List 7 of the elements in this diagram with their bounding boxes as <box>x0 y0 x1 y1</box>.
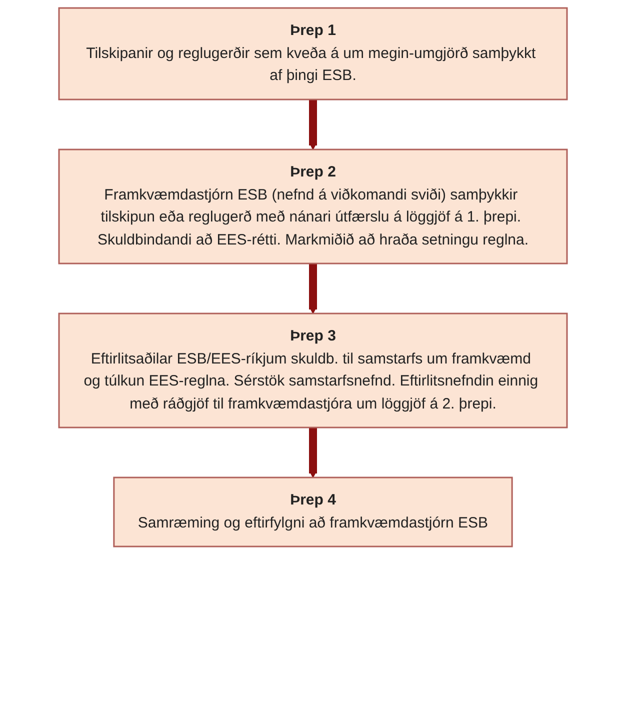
node-box: Þrep 3 Eftirlitsaðilar ESB/EES-ríkjum skuldb. til samstarfs um framkvæmd og túlkun EES-reglna. Sérstök samstarfsnefnd. Eftirlitsnefndin einnig með ráðgjöf til framkvæmdastjóra um löggjöf á 2. þrepi. <box>58 312 568 428</box>
node-box: Þrep 1 Tilskipanir og reglugerðir sem kveða á um megin-umgjörð samþykkt af þingi ESB. <box>58 7 568 100</box>
arrow <box>308 264 318 314</box>
arrow <box>308 100 318 150</box>
node-box: Þrep 2 Framkvæmdastjórn ESB (nefnd á viðkomandi sviði) samþykkir tilskipun eða reglugerð með nánari útfærslu á löggjöf á 1. þrepi. Skuldbindandi að EES-rétti. Markmiðið að hraða setningu reglna. <box>58 148 568 264</box>
node-box: Þrep 4 Samræming og eftirfylgni að framkvæmdastjórn ESB <box>113 476 513 548</box>
arrow <box>308 428 318 478</box>
